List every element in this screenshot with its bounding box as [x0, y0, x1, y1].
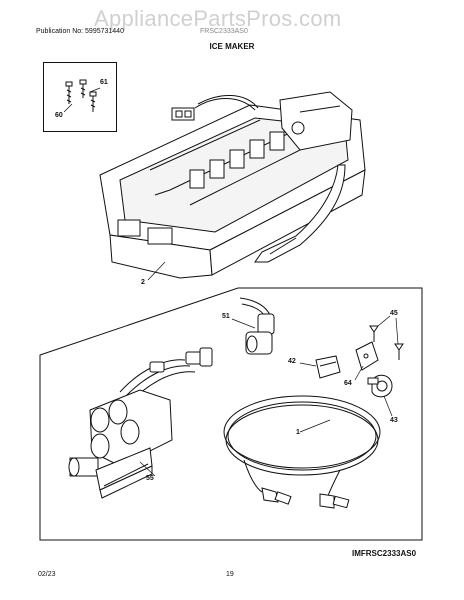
screw-inset-panel: [43, 62, 117, 132]
callout-43: 43: [390, 417, 398, 424]
watermark: AppliancePartsPros.com: [94, 6, 342, 31]
model-number: FRSC2333AS0: [200, 28, 248, 35]
screw-61b: [89, 91, 97, 112]
callout-64: 64: [344, 380, 352, 387]
figure-code: IMFRSC2333AS0: [352, 549, 417, 558]
screw-61a: [79, 79, 87, 98]
publication-number: Publication No: 5995731440: [36, 28, 124, 35]
feeler-arm: [254, 164, 346, 263]
screw-60: [65, 81, 73, 104]
bracket-64: [355, 341, 379, 371]
water-valve-55: [68, 347, 213, 499]
callout-51: 51: [222, 313, 230, 320]
ice-maker-assembly: [99, 91, 366, 279]
callout-55: 55: [146, 475, 154, 482]
callout-61: 61: [100, 79, 108, 86]
callout-1: 1: [296, 429, 300, 436]
fill-tube-fitting-51: [239, 297, 275, 355]
footer-date: 02/23: [38, 571, 56, 578]
callout-60: 60: [55, 112, 63, 119]
compression-fitting-right: [319, 493, 350, 509]
callout-42: 42: [288, 358, 296, 365]
callout-2: 2: [141, 279, 145, 286]
page-title: ICE MAKER: [209, 42, 255, 51]
screw-45b: [394, 343, 404, 360]
callout-45: 45: [390, 310, 398, 317]
tube-clamp-43: [367, 374, 393, 398]
clip-42: [315, 355, 341, 379]
water-line-coil-1: [223, 395, 381, 497]
screw-45a: [369, 325, 379, 342]
page-number: 19: [226, 571, 234, 578]
compression-fitting-left: [261, 487, 292, 505]
